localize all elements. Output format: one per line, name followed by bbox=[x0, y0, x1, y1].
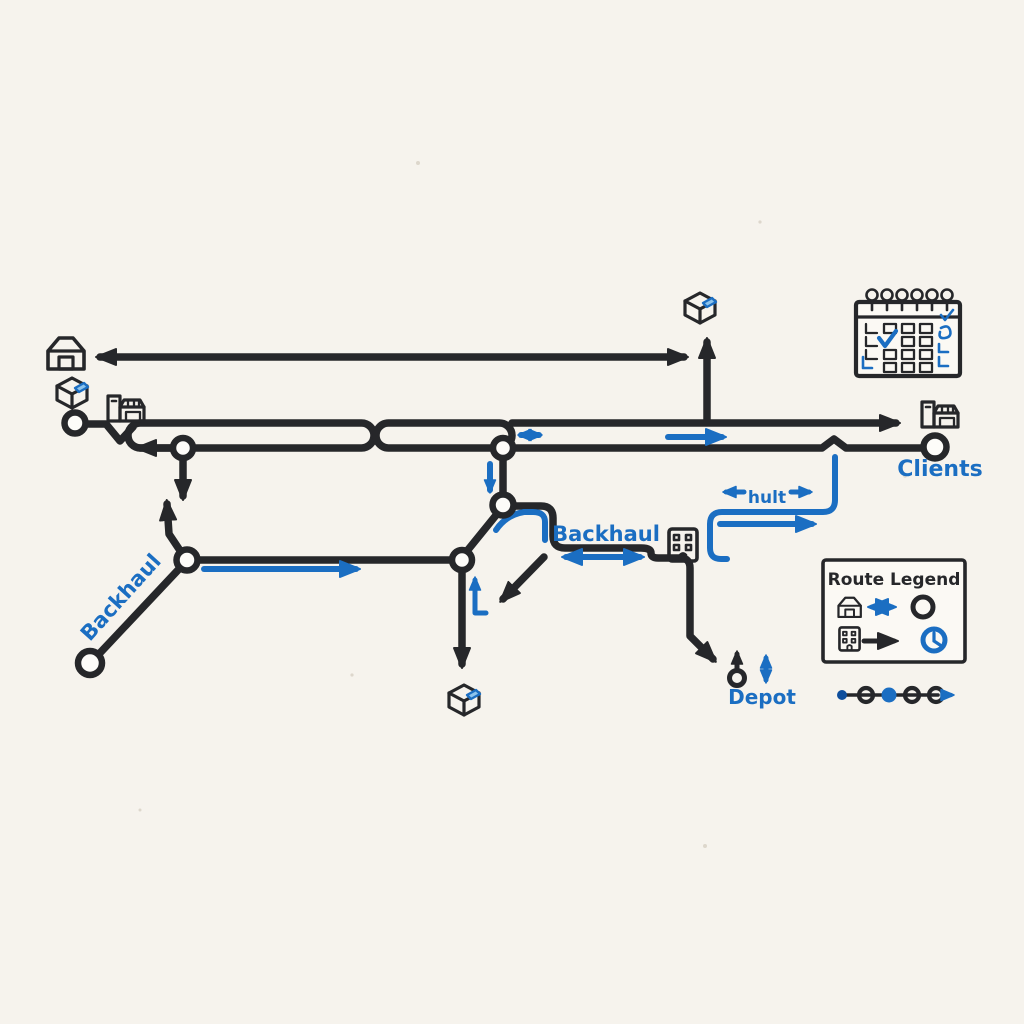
route-stop-strip bbox=[837, 685, 955, 705]
route-capsule-2 bbox=[372, 419, 516, 452]
center-diagonal-link bbox=[463, 510, 501, 555]
calendar-grid bbox=[861, 322, 934, 374]
calendar-spiral bbox=[865, 288, 954, 312]
black-route-network bbox=[82, 337, 935, 669]
stop-dot bbox=[856, 685, 876, 705]
legend-row-warehouse bbox=[837, 594, 936, 620]
stop-dot-start bbox=[837, 690, 847, 700]
package-icon bbox=[55, 376, 90, 410]
package-icon bbox=[447, 683, 482, 717]
legend-title: Route Legend bbox=[828, 570, 961, 590]
route-node-clients bbox=[920, 432, 950, 462]
calendar-check-marks bbox=[876, 308, 955, 368]
route-bottom-to-clients bbox=[503, 435, 935, 452]
route-nodes bbox=[61, 409, 950, 679]
factory-icon bbox=[920, 400, 960, 429]
route-node bbox=[489, 434, 517, 462]
route-node bbox=[74, 647, 106, 679]
clients-label: Clients bbox=[897, 457, 982, 482]
blue-route-overlays bbox=[201, 428, 838, 684]
route-legend: Route Legend bbox=[821, 558, 967, 664]
mid-diagonal-arrow bbox=[499, 553, 548, 603]
route-node bbox=[169, 434, 197, 462]
legend-row-building bbox=[838, 626, 948, 654]
route-node bbox=[61, 409, 89, 437]
open-circle-node-legend bbox=[910, 594, 936, 620]
stop-dot bbox=[902, 685, 922, 705]
hub-label: hult bbox=[748, 488, 786, 508]
route-node bbox=[489, 491, 517, 519]
package-icon bbox=[683, 291, 718, 325]
depot-label: Depot bbox=[728, 685, 796, 709]
calendar-icon bbox=[853, 288, 963, 379]
blue-branch-route bbox=[707, 454, 838, 562]
blue-hook-from-node bbox=[493, 509, 548, 543]
route-node bbox=[173, 546, 201, 574]
backhaul-mid-label: Backhaul bbox=[552, 522, 660, 546]
blue-up-arrow-foot bbox=[468, 576, 489, 616]
stepped-route-to-depot bbox=[510, 502, 717, 663]
warehouse-icon bbox=[46, 336, 86, 371]
stop-dot-active bbox=[881, 687, 897, 703]
paper-texture bbox=[138, 161, 907, 848]
route-node bbox=[448, 546, 476, 574]
backhaul-diagonal-route bbox=[95, 565, 183, 658]
depot-pin-icon bbox=[727, 650, 747, 688]
up-arrow-bend bbox=[159, 499, 185, 556]
clock-icon bbox=[920, 626, 948, 654]
factory-icon bbox=[106, 394, 146, 423]
